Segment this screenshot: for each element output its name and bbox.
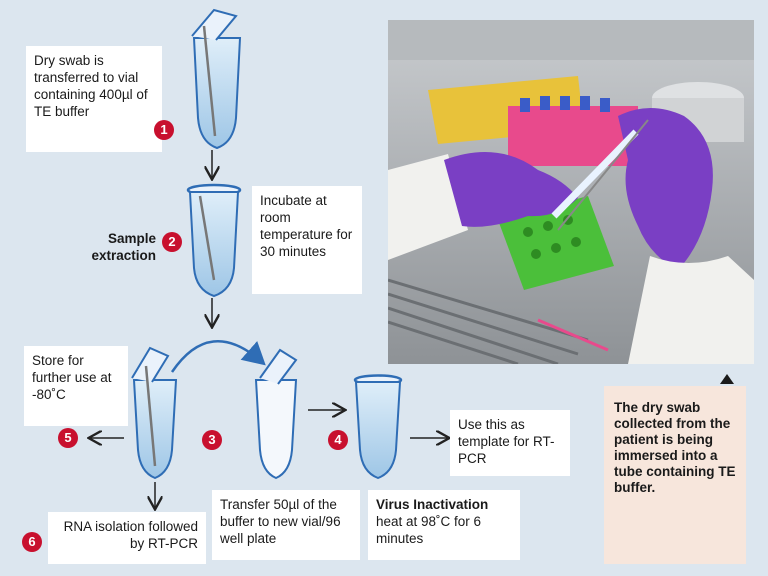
- step-3-badge: 3: [202, 430, 222, 450]
- step-4-title: Virus Inactivation: [376, 497, 489, 512]
- lab-photo-illustration: [387, 20, 754, 366]
- step-1-badge: 1: [154, 120, 174, 140]
- step-4-box: Virus Inactivation heat at 98˚C for 6 mi…: [368, 490, 520, 560]
- step-2-text: Incubate at room temperature for 30 minu…: [260, 193, 353, 259]
- caption-pointer-icon: [720, 374, 734, 384]
- photo-caption: The dry swab collected from the patient …: [604, 386, 746, 564]
- tube-2: [186, 183, 242, 298]
- template-text: Use this as template for RT-PCR: [458, 417, 555, 466]
- template-box: Use this as template for RT-PCR: [450, 410, 570, 476]
- step-5-text: Store for further use at -80˚C: [32, 353, 112, 402]
- step-5-box: Store for further use at -80˚C: [24, 346, 128, 426]
- step-4-badge: 4: [328, 430, 348, 450]
- step-2-box: Incubate at room temperature for 30 minu…: [252, 186, 362, 294]
- sample-extraction-label: Sample extraction: [91, 231, 156, 263]
- step-3-text: Transfer 50µl of the buffer to new vial/…: [220, 497, 341, 546]
- tube-4: [254, 348, 298, 480]
- step-1-box: Dry swab is transferred to vial containi…: [26, 46, 162, 152]
- step-4-text: heat at 98˚C for 6 minutes: [376, 514, 482, 546]
- tube-1: [191, 8, 242, 150]
- lab-photo: [387, 20, 754, 366]
- step-3-box: Transfer 50µl of the buffer to new vial/…: [212, 490, 360, 560]
- step-5-badge: 5: [58, 428, 78, 448]
- swab: [202, 25, 217, 137]
- step-6-badge: 6: [22, 532, 42, 552]
- transfer-arrow: [170, 340, 266, 373]
- tube-5: [353, 374, 403, 480]
- step-6-box: RNA isolation followed by RT-PCR: [48, 512, 206, 564]
- step-2-badge: 2: [162, 232, 182, 252]
- tube-3: [131, 346, 178, 480]
- step-1-text: Dry swab is transferred to vial containi…: [34, 53, 148, 119]
- step-6-text: RNA isolation followed by RT-PCR: [63, 519, 198, 551]
